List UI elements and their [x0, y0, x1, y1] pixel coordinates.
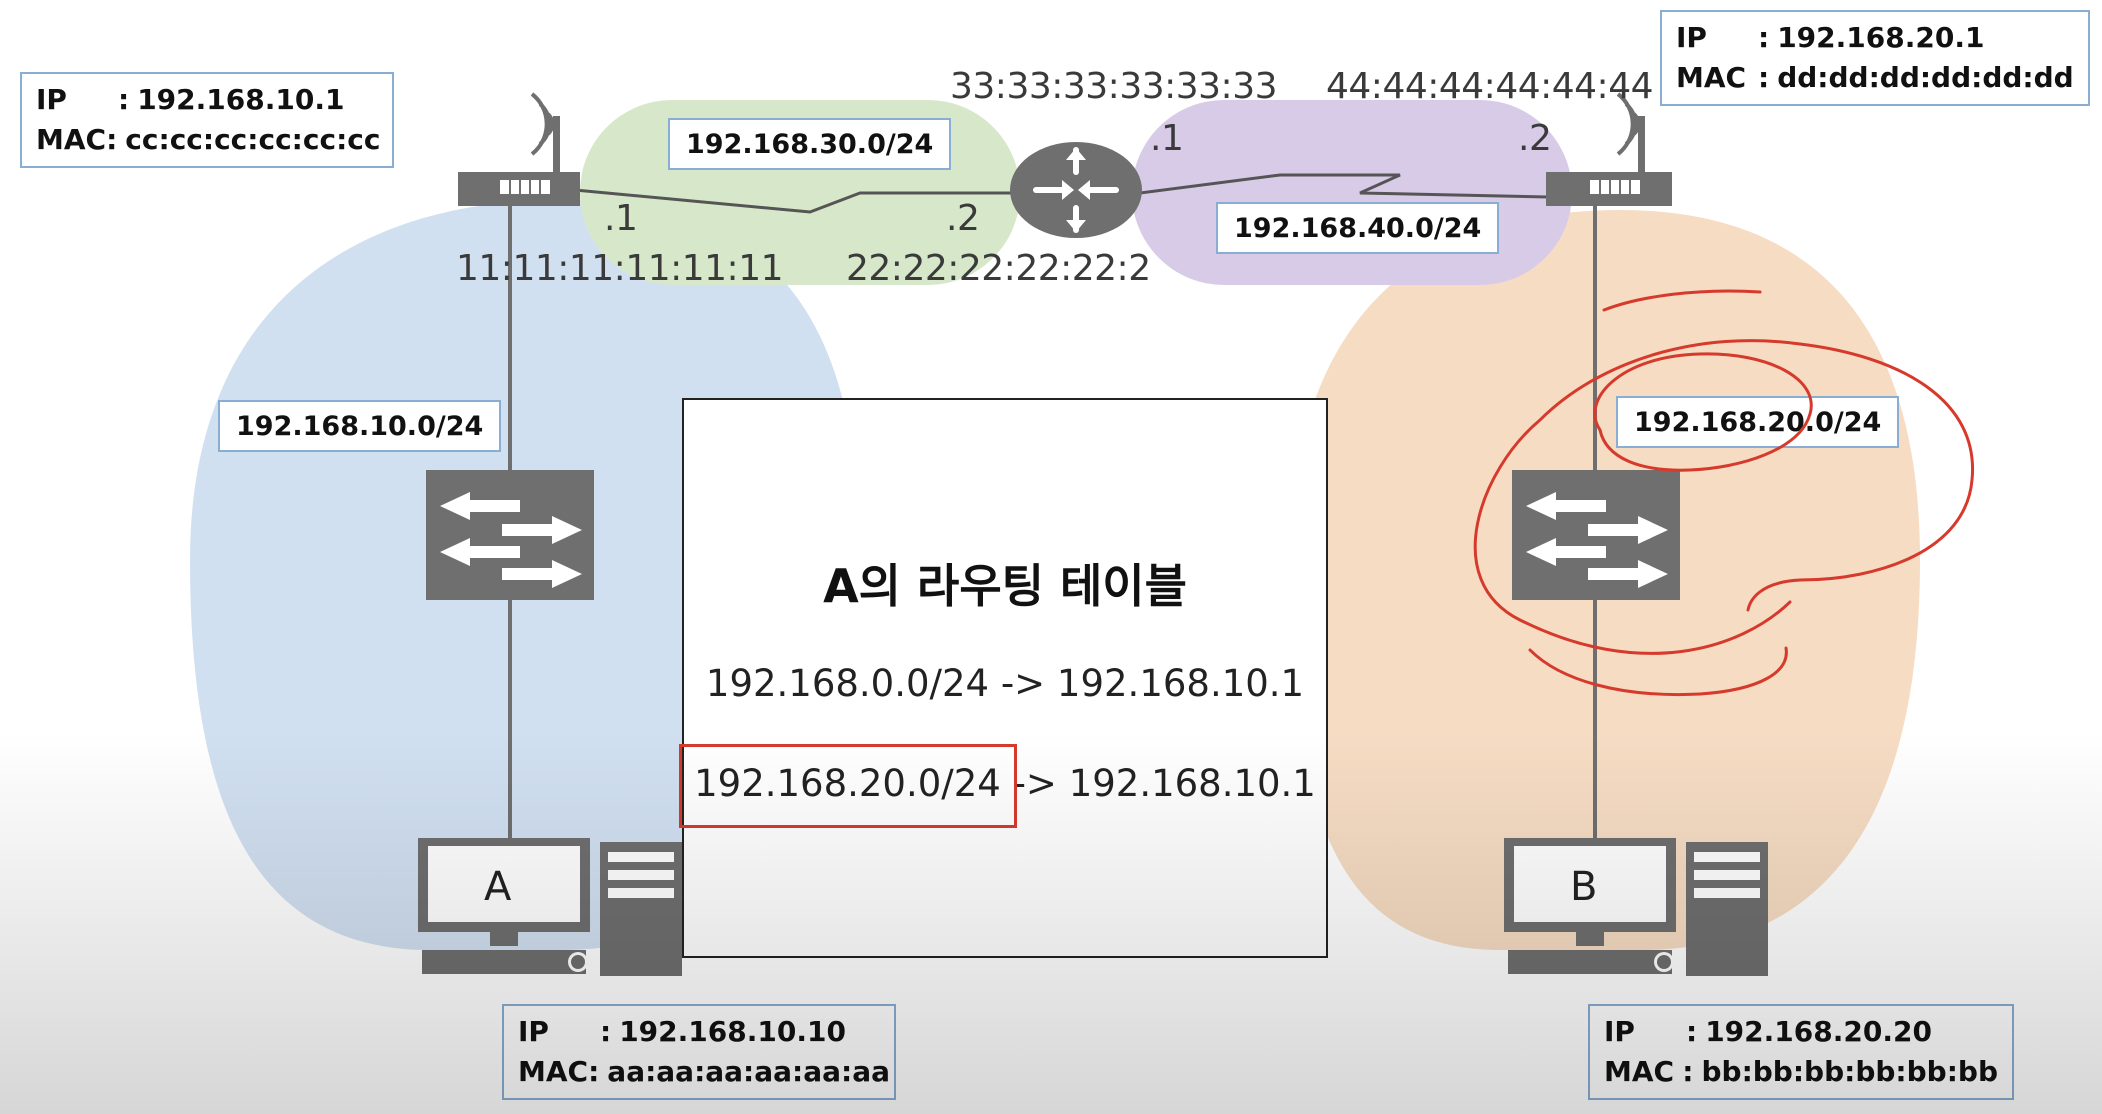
wan-1-label: 192.168.30.0/24 [668, 118, 952, 170]
wan-1-link [574, 188, 1020, 214]
host-b-info: IP:192.168.20.20 MAC:bb:bb:bb:bb:bb:bb [1588, 1004, 2014, 1100]
router-left-icon [458, 116, 580, 206]
antenna-right-icon [1616, 92, 1641, 156]
wan-2-area [1132, 100, 1572, 285]
router-center-icon [1010, 142, 1142, 238]
router-left-wan-suffix: .1 [604, 198, 638, 239]
antenna-left-icon [530, 92, 555, 156]
router-right-wan-mac: 44:44:44:44:44:44 [1326, 66, 1654, 107]
routing-table-title: A의 라우팅 테이블 [823, 559, 1187, 613]
lan-a-label: 192.168.10.0/24 [218, 400, 502, 452]
router-left-wan-mac: 11:11:11:11:11:11 [456, 248, 784, 289]
router-left-info: IP:192.168.10.1 MAC:cc:cc:cc:cc:cc:cc [20, 72, 394, 168]
host-a-label: A [484, 864, 511, 910]
lan-b-label: 192.168.20.0/24 [1616, 396, 1900, 448]
host-a-info: IP:192.168.10.10 MAC:aa:aa:aa:aa:aa:aa [502, 1004, 896, 1100]
router-center-left-mac: 22:22:22:22:22:2 [846, 248, 1151, 289]
wan-2-label: 192.168.40.0/24 [1216, 202, 1500, 254]
router-center-left-suffix: .2 [946, 198, 980, 239]
router-center-right-suffix: .1 [1150, 118, 1184, 159]
computer-a-icon [418, 838, 682, 976]
computer-b-icon [1504, 838, 1768, 976]
switch-right-icon [1512, 470, 1680, 600]
highlight-box [679, 744, 1017, 828]
router-right-wan-suffix: .2 [1518, 118, 1552, 159]
routing-table-row: 192.168.0.0/24 -> 192.168.10.1 [705, 662, 1305, 705]
routing-table: A의 라우팅 테이블 192.168.0.0/24 -> 192.168.10.… [682, 398, 1328, 958]
routing-table-row: 192.168.20.0/24 -> 192.168.10.1 [694, 762, 1316, 805]
router-right-info: IP:192.168.20.1 MAC:dd:dd:dd:dd:dd:dd [1660, 10, 2090, 106]
switch-left-icon [426, 470, 594, 600]
router-right-icon [1546, 116, 1672, 206]
host-b-label: B [1570, 864, 1597, 910]
router-center-right-mac: 33:33:33:33:33:33 [950, 66, 1278, 107]
wan-2-link [1139, 173, 1549, 199]
